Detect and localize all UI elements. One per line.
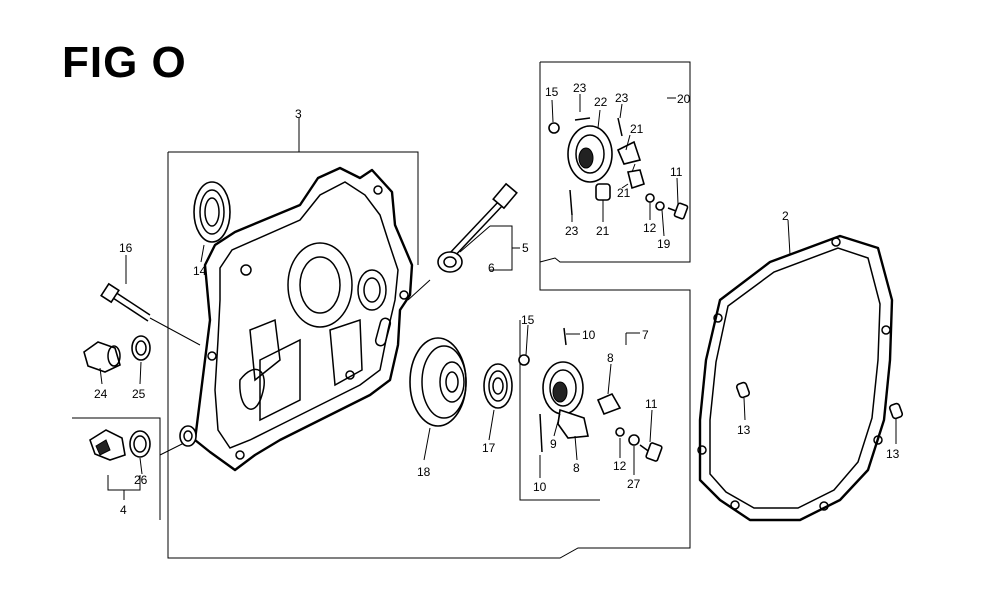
callout-22: 22 bbox=[594, 95, 608, 109]
callout-21-middle: 21 bbox=[617, 186, 631, 200]
callout-15-upper: 15 bbox=[545, 85, 559, 99]
callout-4: 4 bbox=[120, 503, 127, 517]
callout-18: 18 bbox=[417, 465, 431, 479]
plug-24 bbox=[83, 341, 121, 373]
governor-shaft-5 bbox=[407, 182, 518, 301]
leader-lines bbox=[99, 94, 679, 478]
callout-14: 14 bbox=[193, 264, 207, 278]
callout-13-left: 13 bbox=[737, 423, 751, 437]
callout-2: 2 bbox=[782, 209, 789, 223]
callout-19: 19 bbox=[657, 237, 671, 251]
gasket-2 bbox=[697, 219, 894, 522]
callout-10-top: 10 bbox=[582, 328, 596, 342]
ball-bearing-18 bbox=[409, 337, 467, 427]
callout-21-lower: 21 bbox=[596, 224, 610, 238]
callout-8-top: 8 bbox=[607, 351, 614, 365]
callout-25: 25 bbox=[132, 387, 146, 401]
callout-23-top-right: 23 bbox=[615, 91, 629, 105]
callout-23-bottom: 23 bbox=[565, 224, 579, 238]
callout-23-top-left: 23 bbox=[573, 81, 587, 95]
callout-12-upper: 12 bbox=[643, 221, 657, 235]
governor-gear-9 bbox=[518, 327, 663, 462]
callout-24: 24 bbox=[94, 387, 108, 401]
dipstick-4 bbox=[89, 429, 126, 461]
seal-ring-bottom bbox=[179, 425, 197, 447]
callout-8-bottom: 8 bbox=[573, 461, 580, 475]
oil-seal-14 bbox=[193, 181, 231, 243]
callout-12-lower: 12 bbox=[613, 459, 627, 473]
callout-labels: 3 14 16 24 25 26 4 5 6 18 17 9 15 10 10 … bbox=[94, 81, 900, 517]
callout-10-bottom: 10 bbox=[533, 480, 547, 494]
callout-7: 7 bbox=[642, 328, 649, 342]
oil-pump-gear-20 bbox=[548, 117, 689, 220]
callout-5: 5 bbox=[522, 241, 529, 255]
washer-6 bbox=[437, 251, 463, 273]
callout-16: 16 bbox=[119, 241, 133, 255]
callout-17: 17 bbox=[482, 441, 496, 455]
callout-15-lower: 15 bbox=[521, 313, 535, 327]
callout-3: 3 bbox=[295, 107, 302, 121]
dowel-pin-13b bbox=[888, 402, 904, 444]
callout-6: 6 bbox=[488, 261, 495, 275]
group-frame-lines bbox=[72, 61, 691, 559]
washer-25 bbox=[131, 335, 151, 361]
flange-bolt-16 bbox=[100, 282, 201, 346]
figure-title: FIG O bbox=[62, 38, 187, 87]
callout-13-right: 13 bbox=[886, 447, 900, 461]
callout-26: 26 bbox=[134, 473, 148, 487]
callout-21-upper: 21 bbox=[630, 122, 644, 136]
callout-11-lower: 11 bbox=[645, 397, 658, 411]
callout-9: 9 bbox=[550, 437, 557, 451]
washer-26 bbox=[129, 430, 151, 458]
dowel-pin-13a bbox=[735, 381, 751, 421]
oil-seal-17 bbox=[483, 363, 513, 409]
callout-27: 27 bbox=[627, 477, 641, 491]
callout-11-upper: 11 bbox=[670, 165, 683, 179]
callout-20: 20 bbox=[677, 92, 691, 106]
